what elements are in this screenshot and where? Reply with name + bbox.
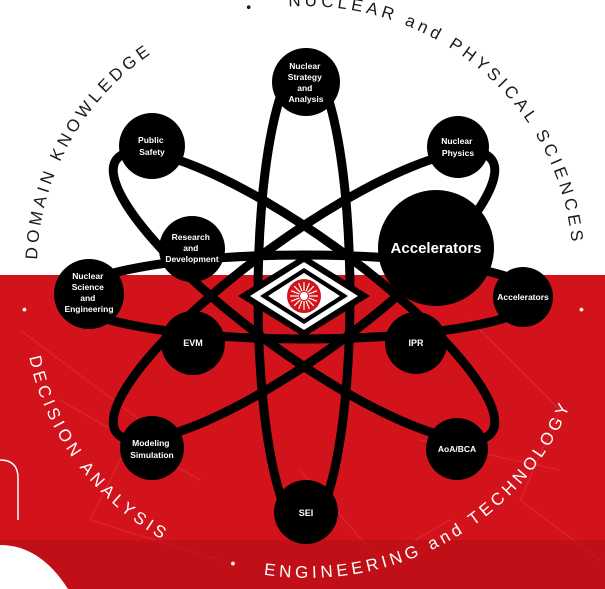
node-nuclear-science-label: Nuclear Science and Engineering [64, 271, 113, 314]
node-accelerators-small: Accelerators [493, 267, 553, 327]
nodes: Nuclear Strategy and Analysis Public Saf… [54, 48, 553, 544]
nucleus-ray [305, 282, 310, 292]
left-edge-white-shape [0, 545, 68, 589]
node-evm: EVM [161, 311, 225, 375]
left-edge-arc [0, 459, 19, 520]
ring-separator-top: • [245, 0, 253, 15]
node-ipr: IPR [385, 312, 447, 374]
nucleus-ray [307, 299, 315, 307]
nucleus-ray [308, 290, 318, 295]
node-nuclear-physics: Nuclear Physics [427, 116, 489, 178]
node-nuclear-strategy: Nuclear Strategy and Analysis [272, 48, 340, 116]
top-background [0, 0, 605, 275]
nucleus-ray [293, 299, 301, 307]
node-accelerators-large-label: Accelerators [391, 240, 482, 257]
node-public-safety: Public Safety [119, 113, 185, 179]
orbit-diagonal-a [108, 147, 500, 445]
nucleus-ray [307, 285, 315, 293]
orbit-diagonal-b [108, 147, 500, 445]
nucleus-ray [298, 282, 303, 292]
nucleus-ray [290, 290, 300, 295]
nucleus-ray [293, 285, 301, 293]
ring-separator-right: • [579, 301, 584, 317]
node-nuclear-science: Nuclear Science and Engineering [54, 259, 124, 329]
node-nuclear-physics-label: Nuclear Physics [441, 136, 475, 158]
node-modeling-simulation-label: Modeling Simulation [130, 438, 173, 460]
nucleus-ray [308, 297, 318, 302]
bottom-dark-band [0, 540, 605, 589]
node-evm-label: EVM [183, 338, 203, 348]
ring-separator-bottom: • [229, 555, 238, 572]
node-research-development: Research and Development [159, 216, 225, 282]
node-accelerators-large: Accelerators [378, 190, 494, 306]
node-aoa-bca: AoA/BCA [426, 418, 488, 480]
ring-separator-left: • [22, 301, 27, 317]
node-nuclear-strategy-label: Nuclear Strategy and Analysis [288, 61, 324, 104]
node-sei-label: SEI [299, 508, 314, 518]
nucleus [238, 255, 370, 337]
node-accelerators-small-label: Accelerators [497, 292, 549, 302]
node-research-development-label: Research and Development [165, 232, 219, 264]
nucleus-ray [298, 300, 303, 310]
nucleus-ray [305, 300, 310, 310]
nucleus-ray [290, 297, 300, 302]
node-aoa-bca-label: AoA/BCA [438, 444, 476, 454]
node-sei: SEI [274, 480, 338, 544]
node-modeling-simulation: Modeling Simulation [120, 416, 184, 480]
node-ipr-label: IPR [408, 338, 424, 348]
node-public-safety-label: Public Safety [138, 135, 166, 157]
